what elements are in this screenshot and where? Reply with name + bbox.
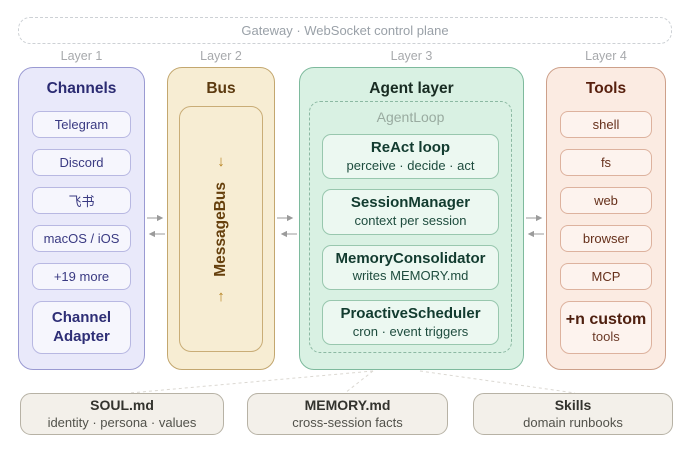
artifact-memory-md: MEMORY.md cross-session facts: [247, 393, 448, 435]
agentloop-box: AgentLoop ReAct loop perceive · decide ·…: [309, 101, 512, 353]
module-title: SessionManager: [350, 194, 471, 212]
tools-title: Tools: [585, 80, 627, 97]
layer-3-label: Layer 3: [390, 49, 433, 63]
tool-item-mcp: MCP: [560, 263, 652, 290]
module-memory-consolidator: MemoryConsolidator writes MEMORY.md: [322, 244, 499, 291]
channel-item-discord: Discord: [32, 149, 131, 176]
gateway-label: Gateway · WebSocket control plane: [241, 23, 449, 38]
messagebus-label: MessageBus: [212, 181, 229, 277]
module-desc: cron · event triggers: [352, 323, 469, 339]
bus-column: Bus ↓ MessageBus ↑: [167, 67, 275, 370]
module-desc: writes MEMORY.md: [352, 268, 469, 284]
tool-item-shell: shell: [560, 111, 652, 138]
channel-item-macos-ios: macOS / iOS: [32, 225, 131, 252]
tool-item-web: web: [560, 187, 652, 214]
layer-4-label: Layer 4: [585, 49, 627, 63]
agent-layer-column: Agent layer AgentLoop ReAct loop perceiv…: [299, 67, 524, 370]
down-arrow-icon: ↓: [217, 152, 225, 170]
artifact-desc: domain runbooks: [523, 414, 623, 430]
channels-column: Channels Telegram Discord 飞书 macOS / iOS…: [18, 67, 145, 370]
module-proactive-scheduler: ProactiveScheduler cron · event triggers: [322, 300, 499, 346]
tool-item-browser: browser: [560, 225, 652, 252]
custom-tools-sub: tools: [592, 329, 620, 345]
module-desc: perceive · decide · act: [346, 157, 475, 173]
module-desc: context per session: [354, 213, 467, 229]
layer-1-label: Layer 1: [60, 49, 103, 63]
channel-item-feishu: 飞书: [32, 187, 131, 214]
bus-title: Bus: [206, 80, 236, 97]
module-session-manager: SessionManager context per session: [322, 189, 499, 235]
artifact-title: Skills: [554, 397, 592, 414]
tools-column: Tools shell fs web browser MCP +n custom…: [546, 67, 666, 370]
tool-item-fs: fs: [560, 149, 652, 176]
artifact-soul-md: SOUL.md identity · persona · values: [20, 393, 224, 435]
artifact-desc: identity · persona · values: [47, 414, 197, 430]
artifact-link-lines: [129, 370, 576, 394]
channel-item-telegram: Telegram: [32, 111, 131, 138]
up-arrow-icon: ↑: [217, 288, 225, 306]
custom-tools-box: +n custom tools: [560, 301, 652, 354]
module-react-loop: ReAct loop perceive · decide · act: [322, 134, 499, 180]
channel-item-more: +19 more: [32, 263, 131, 290]
artifact-desc: cross-session facts: [292, 414, 403, 430]
messagebus-box: ↓ MessageBus ↑: [179, 106, 263, 352]
module-title: MemoryConsolidator: [335, 249, 486, 267]
layer-2-label: Layer 2: [200, 49, 242, 63]
channel-adapter-box: Channel Adapter: [32, 301, 131, 354]
agentloop-label: AgentLoop: [376, 109, 445, 125]
module-title: ReAct loop: [370, 139, 451, 156]
agent-layer-title: Agent layer: [369, 80, 454, 97]
artifact-title: SOUL.md: [90, 397, 154, 414]
gateway-banner: Gateway · WebSocket control plane: [18, 17, 672, 44]
module-title: ProactiveScheduler: [340, 305, 481, 323]
artifact-skills: Skills domain runbooks: [473, 393, 673, 435]
artifact-title: MEMORY.md: [304, 397, 391, 414]
channels-title: Channels: [46, 80, 117, 97]
custom-tools-title: +n custom: [565, 311, 647, 329]
